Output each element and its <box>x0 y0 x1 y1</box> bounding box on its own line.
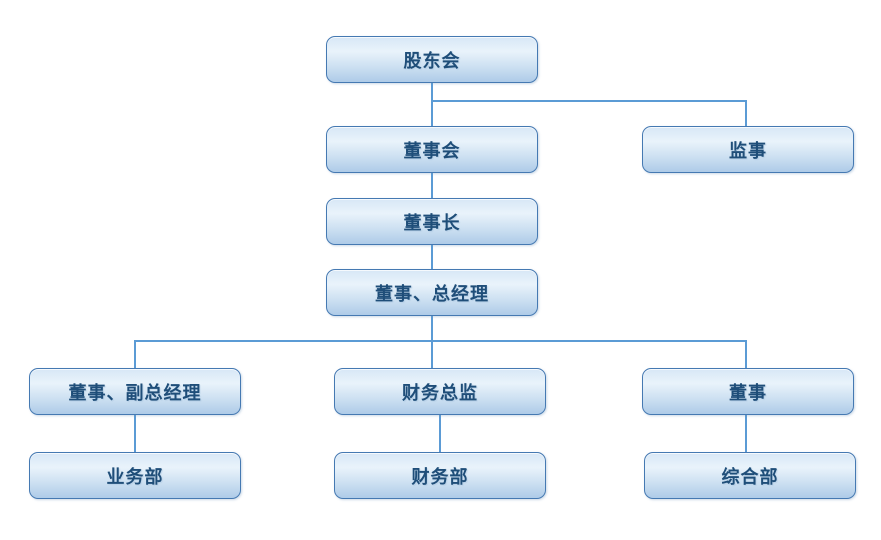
node-shareholders-label: 股东会 <box>403 50 461 71</box>
node-board: 董事会 <box>326 126 538 173</box>
node-supervisor-label: 监事 <box>729 140 767 161</box>
node-finance-director: 财务总监 <box>334 368 546 415</box>
node-business-dept: 业务部 <box>29 452 241 499</box>
node-deputy-general-manager-label: 董事、副总经理 <box>68 382 202 403</box>
node-chairman: 董事长 <box>326 198 538 245</box>
node-general-manager: 董事、总经理 <box>326 269 538 316</box>
node-general-dept-label: 综合部 <box>721 466 779 487</box>
node-deputy-general-manager: 董事、副总经理 <box>29 368 241 415</box>
node-chairman-label: 董事长 <box>403 212 461 233</box>
node-general-dept: 综合部 <box>644 452 856 499</box>
node-director: 董事 <box>642 368 854 415</box>
node-finance-dept-label: 财务部 <box>411 466 469 487</box>
node-board-label: 董事会 <box>403 140 461 161</box>
node-finance-dept: 财务部 <box>334 452 546 499</box>
node-director-label: 董事 <box>729 382 767 403</box>
node-business-dept-label: 业务部 <box>106 466 164 487</box>
node-supervisor: 监事 <box>642 126 854 173</box>
node-general-manager-label: 董事、总经理 <box>375 283 489 304</box>
node-finance-director-label: 财务总监 <box>402 382 478 403</box>
node-shareholders: 股东会 <box>326 36 538 83</box>
